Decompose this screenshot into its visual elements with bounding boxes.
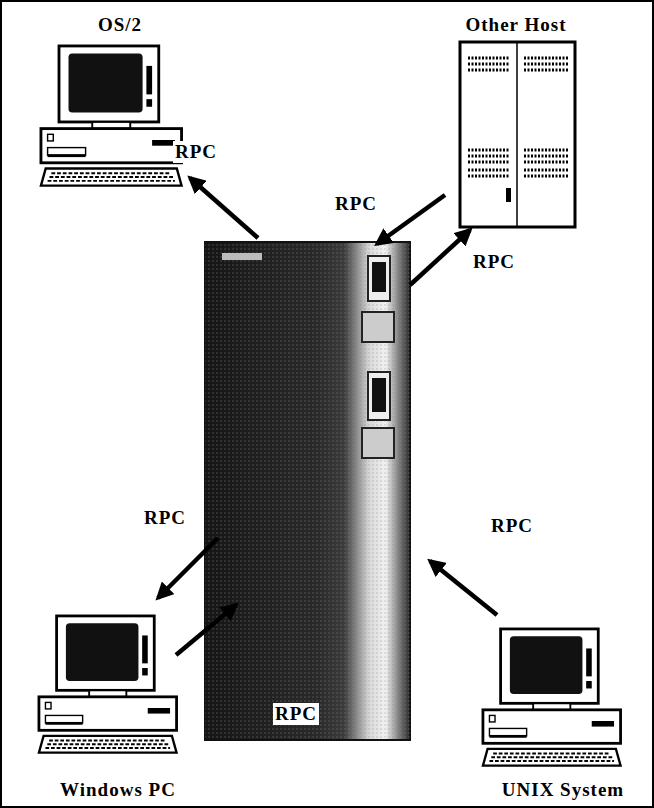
node-title: Windows PC — [60, 779, 176, 801]
pc-icon — [39, 616, 177, 753]
computer-label: Windows PC — [56, 777, 180, 803]
node-title: OS/2 — [98, 14, 142, 36]
node-title: Other Host — [466, 14, 567, 36]
protocol-label: RPC — [333, 193, 379, 215]
node-title: UNIX System — [502, 779, 624, 801]
protocol-label: RPC — [471, 251, 517, 273]
computer-label: Other Host — [462, 12, 571, 38]
host-cabinet — [460, 42, 575, 227]
pc-icon — [483, 629, 621, 766]
protocol-label: RPC — [273, 703, 319, 725]
pc-icon — [41, 46, 182, 186]
central-server — [205, 242, 410, 740]
protocol-label: RPC — [142, 507, 188, 529]
computer-label: UNIX System — [498, 777, 628, 803]
computer-label: OS/2 — [94, 12, 146, 38]
protocol-label: RPC — [173, 141, 219, 163]
protocol-label: RPC — [489, 515, 535, 537]
rpc-arrows — [158, 178, 497, 655]
